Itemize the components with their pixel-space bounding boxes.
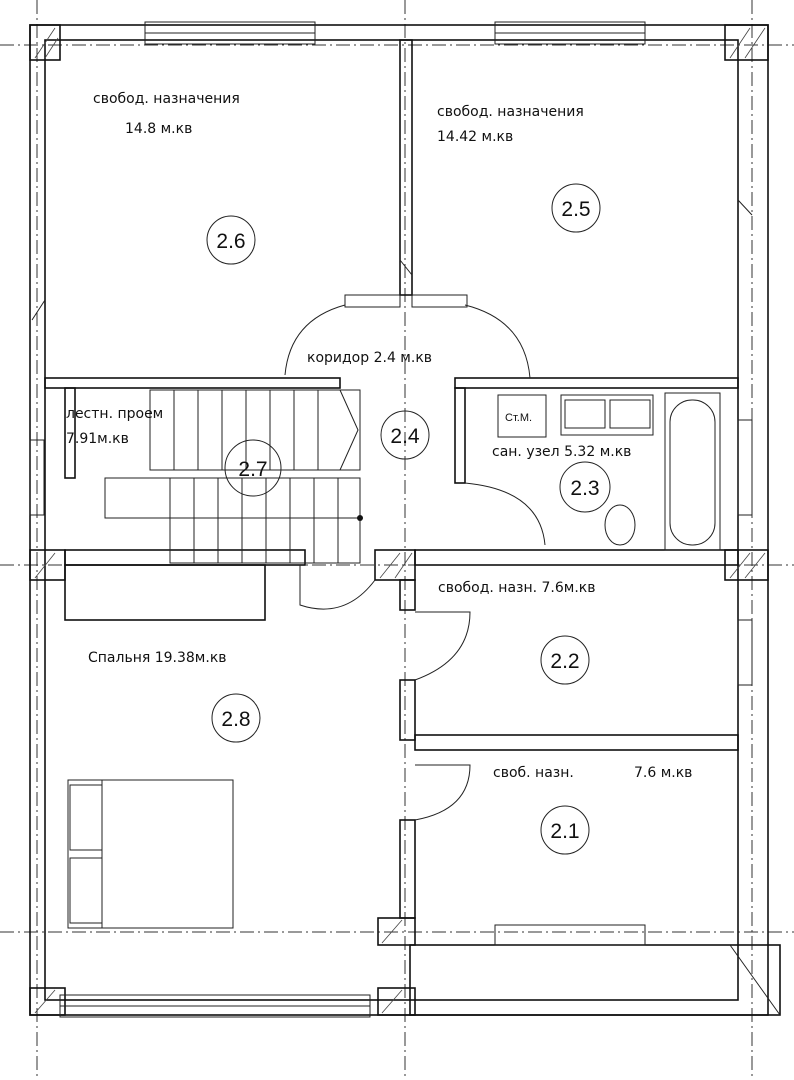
room-2-2-name: свобод. назн. 7.6м.кв [438,580,596,596]
room-2-2-number: 2.2 [550,650,579,673]
room-2-6-name: свобод. назначения [93,91,240,107]
room-2-3-name: сан. узел 5.32 м.кв [492,444,631,460]
room-2-1-name: своб. назн. [493,765,574,781]
bathtub [669,399,716,546]
room-2-8-number: 2.8 [221,708,250,731]
room-2-5-marker [551,183,601,233]
hatched-columns [29,24,769,1016]
interior-walls [44,39,739,919]
room-2-1-marker [540,805,590,855]
double-sink [560,394,654,436]
room-2-7-marker [224,439,282,497]
bed [67,779,234,929]
room-2-2-marker [540,635,590,685]
room-2-7-area: 7.91м.кв [66,431,129,447]
room-2-5-number: 2.5 [561,198,590,221]
room-2-7-number: 2.7 [238,458,267,481]
staircase [104,389,363,564]
room-2-5-area: 14.42 м.кв [437,129,513,145]
outer-walls [29,24,781,1016]
room-2-7-name: лестн. проем [66,406,163,422]
room-2-5-name: свобод. назначения [437,104,584,120]
room-2-1-area: 7.6 м.кв [634,765,692,781]
toilet [604,504,636,546]
room-2-4-name: коридор 2.4 м.кв [307,350,432,366]
room-2-8-name: Спальня 19.38м.кв [88,650,227,666]
room-2-3-marker [559,461,611,513]
room-2-4-number: 2.4 [390,425,420,448]
room-2-6-number: 2.6 [216,230,245,253]
room-2-3-number: 2.3 [570,477,599,500]
room-2-6-marker [206,215,256,265]
windows [29,21,753,1018]
washing-machine [497,394,547,438]
room-2-1-number: 2.1 [550,820,579,843]
room-2-8-marker [211,693,261,743]
room-2-4-marker [380,410,430,460]
bathroom-fixtures [497,392,721,551]
washing-machine-label: Ст.М. [505,412,532,424]
doors [31,199,753,821]
room-2-6-area: 14.8 м.кв [125,121,192,137]
